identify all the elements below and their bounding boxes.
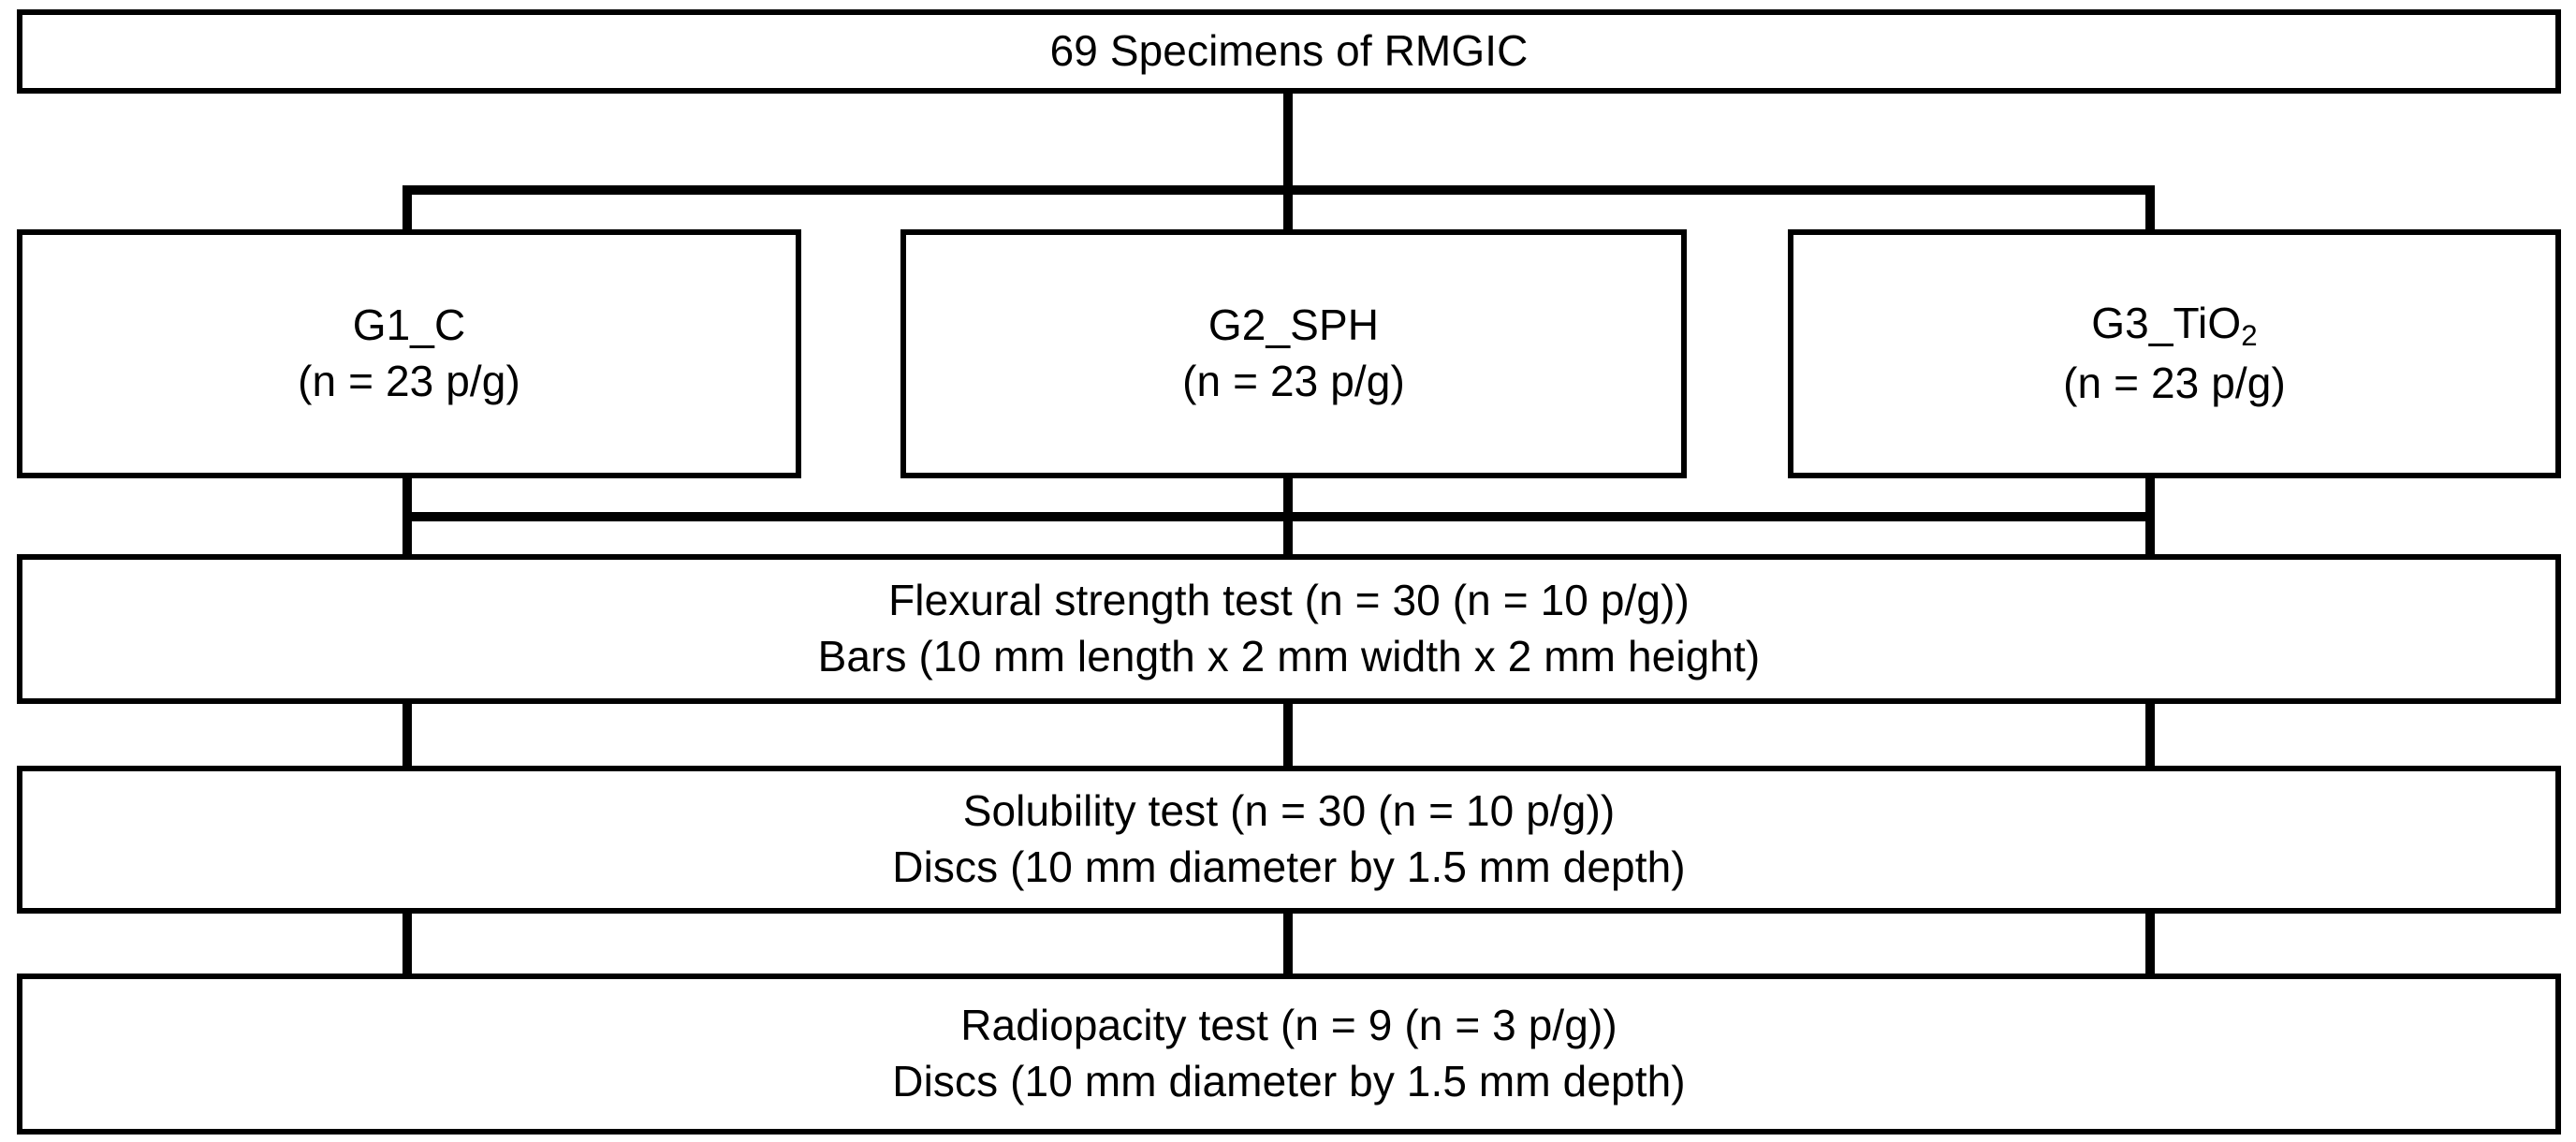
node-group-g2-count: (n = 23 p/g) [1182, 357, 1405, 405]
node-root-label: 69 Specimens of RMGIC [1049, 26, 1529, 76]
connector-bus-to-flexural-center [1283, 512, 1293, 561]
connector-flexural-to-solubility-left [402, 698, 412, 771]
node-group-g2-name: G2_SPH [1208, 300, 1380, 350]
connector-solubility-to-radiopacity-right [2145, 908, 2155, 979]
connector-solubility-to-radiopacity-left [402, 908, 412, 979]
node-test-radiopacity-line2: Discs (10 mm diameter by 1.5 mm depth) [892, 1057, 1686, 1105]
node-group-g3-count: (n = 23 p/g) [2063, 358, 2286, 407]
connector-group1-to-bus [402, 473, 412, 521]
connector-bus-groups [402, 185, 2155, 195]
node-group-g1: G1_C (n = 23 p/g) [17, 229, 801, 478]
connector-bus-to-group3 [2145, 185, 2155, 236]
node-test-solubility-line1: Solubility test (n = 30 (n = 10 p/g)) [962, 786, 1616, 836]
node-group-g3-name: G3_TiO2 [2091, 296, 2257, 355]
connector-group2-to-bus [1283, 473, 1293, 521]
connector-bus-to-group2 [1283, 185, 1293, 236]
connector-root-stem [1283, 92, 1293, 195]
node-test-flexural: Flexural strength test (n = 30 (n = 10 p… [17, 554, 2561, 704]
connector-bus-tests [402, 512, 2155, 521]
node-group-g1-name: G1_C [352, 300, 466, 350]
node-group-g2: G2_SPH (n = 23 p/g) [900, 229, 1687, 478]
node-group-g3-name-base: G3_TiO [2091, 299, 2242, 348]
node-root-specimens: 69 Specimens of RMGIC [17, 9, 2561, 94]
node-test-solubility-line2: Discs (10 mm diameter by 1.5 mm depth) [892, 842, 1686, 891]
node-group-g3: G3_TiO2 (n = 23 p/g) [1788, 229, 2561, 478]
node-test-solubility: Solubility test (n = 30 (n = 10 p/g)) Di… [17, 766, 2561, 914]
connector-bus-to-flexural-left [402, 512, 412, 561]
node-test-radiopacity-line1: Radiopacity test (n = 9 (n = 3 p/g)) [960, 1001, 1617, 1050]
node-test-flexural-line2: Bars (10 mm length x 2 mm width x 2 mm h… [817, 632, 1761, 681]
connector-solubility-to-radiopacity-center [1283, 908, 1293, 979]
connector-flexural-to-solubility-right [2145, 698, 2155, 771]
node-test-flexural-line1: Flexural strength test (n = 30 (n = 10 p… [888, 576, 1690, 625]
node-test-radiopacity: Radiopacity test (n = 9 (n = 3 p/g)) Dis… [17, 974, 2561, 1135]
connector-flexural-to-solubility-center [1283, 698, 1293, 771]
node-group-g1-count: (n = 23 p/g) [298, 357, 520, 405]
connector-bus-to-group1 [402, 185, 412, 236]
connector-group3-to-bus [2145, 473, 2155, 521]
node-group-g3-name-subscript: 2 [2241, 319, 2258, 353]
connector-bus-to-flexural-right [2145, 512, 2155, 561]
